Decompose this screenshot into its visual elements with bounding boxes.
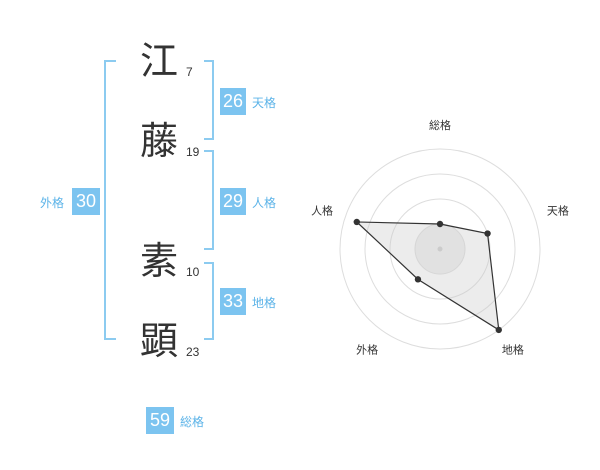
name-char-2: 藤	[140, 119, 179, 163]
name-char-4: 顕	[140, 319, 179, 363]
jinkaku-badge: 29	[220, 188, 246, 215]
stroke-count-2: 19	[186, 145, 200, 159]
soukaku-badge: 59	[146, 407, 174, 434]
jinkaku-label: 人格	[252, 196, 277, 210]
jinkaku-bracket	[204, 150, 214, 250]
gaikaku-badge: 30	[72, 188, 100, 215]
radar-axis-label-1: 総格	[429, 118, 451, 132]
radar-point-5	[353, 218, 360, 226]
radar-grid-ring-4	[339, 148, 541, 350]
radar-axis-label-3: 地格	[502, 342, 524, 356]
stroke-count-3: 10	[186, 265, 200, 279]
radar-center-dot	[437, 246, 443, 252]
name-char-1: 江	[140, 39, 179, 83]
radar-data-polygon	[355, 221, 500, 332]
chikaku-badge: 33	[220, 288, 246, 315]
name-char-3: 素	[140, 239, 179, 283]
tenkaku-bracket	[204, 60, 214, 140]
radar-axis-label-2: 天格	[547, 204, 569, 218]
radar-axis-label-5: 人格	[311, 204, 333, 218]
chikaku-label: 地格	[252, 296, 277, 310]
gaikaku-bracket	[104, 60, 116, 340]
radar-grid-ring-3	[364, 173, 516, 325]
chikaku-bracket	[204, 262, 214, 340]
soukaku-label: 総格	[180, 415, 205, 429]
radar-grid-ring-2	[389, 198, 491, 300]
radar-axis-label-4: 外格	[356, 342, 378, 356]
radar-point-2	[484, 230, 491, 237]
radar-point-1	[436, 220, 444, 228]
tenkaku-label: 天格	[252, 96, 277, 110]
stroke-count-1: 7	[186, 65, 193, 79]
tenkaku-badge: 26	[220, 88, 246, 115]
radar-point-3	[495, 326, 502, 334]
radar-point-4	[414, 276, 422, 283]
stroke-count-4: 23	[186, 345, 200, 359]
gaikaku-label: 外格	[40, 196, 65, 210]
